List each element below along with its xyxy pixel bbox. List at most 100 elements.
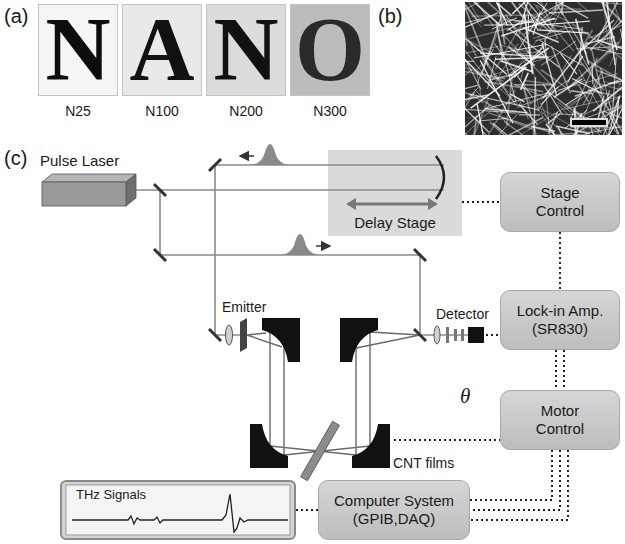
pump-beam — [215, 165, 328, 335]
nanotube-fibre — [465, 11, 467, 46]
signal-lines — [394, 335, 500, 440]
nanotube-fibre — [520, 102, 529, 119]
parabolic-mirror — [340, 318, 378, 362]
instrument-box: Computer System (GPIB,DAQ) — [318, 480, 470, 540]
nanotube-fibre — [531, 6, 564, 67]
nanotube-fibre — [487, 90, 516, 135]
detector-cable — [486, 334, 500, 336]
nanotube-fibre — [489, 113, 555, 133]
thz-beam — [356, 332, 370, 455]
scale-bar-backing — [570, 118, 608, 127]
screen-label: THz Signals — [76, 487, 294, 503]
nanotube-fibre — [579, 85, 589, 103]
polarizer — [461, 329, 464, 341]
instrument-label: Stage Control — [525, 184, 595, 220]
nanotube-fibre — [465, 63, 469, 71]
sample-caption: N25 — [65, 103, 91, 120]
part-label: Emitter — [222, 299, 266, 316]
nanotube-fibre — [576, 2, 589, 12]
nanotube-fibre — [617, 96, 619, 123]
lens — [434, 326, 440, 344]
nanotube-fibre — [548, 114, 560, 124]
sample-caption: N300 — [313, 103, 346, 120]
lens — [226, 325, 233, 345]
mirror — [209, 329, 221, 341]
laser-source: Pulse Laser — [40, 152, 140, 208]
cnt-film — [301, 421, 340, 480]
nanotube-fibre — [487, 55, 555, 77]
nanotube-fibre — [512, 2, 538, 14]
nanotube-fibre — [589, 48, 614, 71]
laser-front — [42, 182, 126, 206]
instrument-label: Lock-in Amp. (SR830) — [508, 302, 612, 338]
nanotube-fibre — [568, 56, 583, 83]
instrument-box: Lock-in Amp. (SR830) — [500, 290, 620, 350]
nanotube-fibre — [481, 53, 549, 57]
part-label: Detector — [436, 306, 489, 323]
nanotube-fibre — [477, 16, 505, 84]
nanotube-fibre — [533, 2, 547, 10]
nanotube-fibre — [553, 113, 576, 115]
nanotube-fibre — [532, 38, 558, 55]
nanotube-fibre — [549, 133, 572, 135]
photo-frame: O — [290, 4, 370, 96]
nanotube-fibre — [491, 73, 520, 79]
parabolic-mirror — [352, 424, 390, 468]
scale-bar — [572, 120, 606, 125]
nanotube-fibre — [528, 15, 529, 32]
laser-top — [42, 174, 136, 182]
sem-image — [465, 2, 622, 135]
nanotube-fibre — [465, 13, 498, 30]
nanotube-fibre — [561, 53, 577, 74]
nanotube-fibre — [470, 43, 476, 57]
nanotube-fibre — [501, 36, 540, 91]
nanotube-fibre — [555, 131, 592, 135]
photo-frame: N — [206, 4, 286, 96]
mirror — [414, 249, 426, 261]
sample-caption: N200 — [229, 103, 262, 120]
sample-photo: N N200 — [206, 4, 286, 120]
sample-photo: O N300 — [290, 4, 370, 120]
photo-letter: N — [46, 5, 111, 95]
nanotube-fibre — [512, 84, 544, 98]
nanotube-network — [465, 2, 622, 135]
signal-display: THz Signals — [60, 480, 296, 540]
nanotube-fibre — [540, 102, 558, 135]
nanotube-fibre — [621, 29, 623, 73]
motor-cable — [394, 439, 500, 441]
waveplate — [446, 327, 449, 343]
parabolic-mirror — [250, 424, 288, 468]
panel-letter: (b) — [378, 4, 402, 28]
photo-letter: N — [214, 5, 279, 95]
sample-caption: N100 — [145, 103, 178, 120]
travel-arrow — [354, 203, 430, 206]
laser-side — [126, 174, 136, 206]
nanotube-fibre — [488, 56, 497, 89]
dotted-connector — [462, 201, 500, 203]
nanotube-fibre — [507, 76, 513, 125]
pulse-arrow — [316, 245, 330, 247]
nanotube-fibre — [592, 2, 623, 26]
nanotube-fibre — [603, 82, 622, 87]
arrow-head — [428, 198, 438, 210]
nanotube-fibre — [543, 84, 562, 114]
instrument-label: Motor Control — [525, 402, 595, 438]
dotted-connector — [470, 450, 568, 520]
photo-letter: A — [130, 5, 195, 95]
laser-beams — [136, 165, 468, 335]
beam — [328, 165, 444, 190]
beam-splitter — [154, 184, 166, 196]
nanotube-fibre — [510, 20, 583, 30]
nanotube-fibre — [601, 71, 623, 90]
panel-letter: (c) — [4, 146, 27, 170]
parabolic-mirror — [262, 318, 300, 362]
nanotube-fibre — [479, 118, 507, 121]
nanotube-fibre — [465, 34, 481, 90]
nanotube-fibre — [592, 64, 594, 85]
laser-pulse — [248, 144, 292, 165]
instrument-box: Stage Control — [500, 172, 620, 232]
mirror — [154, 249, 166, 261]
instrument-box: Motor Control — [500, 390, 620, 450]
dotted-connector — [556, 350, 564, 390]
